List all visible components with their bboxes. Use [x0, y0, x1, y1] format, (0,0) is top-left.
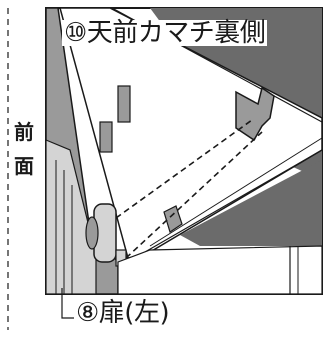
top-rail-callout: ⑩天前カマチ裏側	[62, 18, 268, 48]
alignment-dashed-line	[115, 119, 253, 219]
bottom-callout-leader	[61, 288, 74, 319]
left-door-callout: ⑧扉(左)	[76, 298, 170, 328]
left-door-face	[45, 139, 97, 295]
side-label-front-2: 面	[14, 154, 34, 178]
upper-bracket	[117, 85, 131, 123]
side-label-front-1: 前	[14, 120, 34, 144]
right-lower-panel	[180, 160, 322, 246]
alignment-dashed-line	[125, 131, 263, 259]
cabinet-floor	[117, 245, 323, 295]
catch-plate	[235, 86, 275, 142]
small-catch	[163, 205, 183, 233]
rail-edge-line	[149, 137, 323, 247]
mid-bracket	[99, 121, 113, 153]
rail-edge-line	[144, 149, 323, 253]
door-catch-knob	[85, 216, 99, 250]
